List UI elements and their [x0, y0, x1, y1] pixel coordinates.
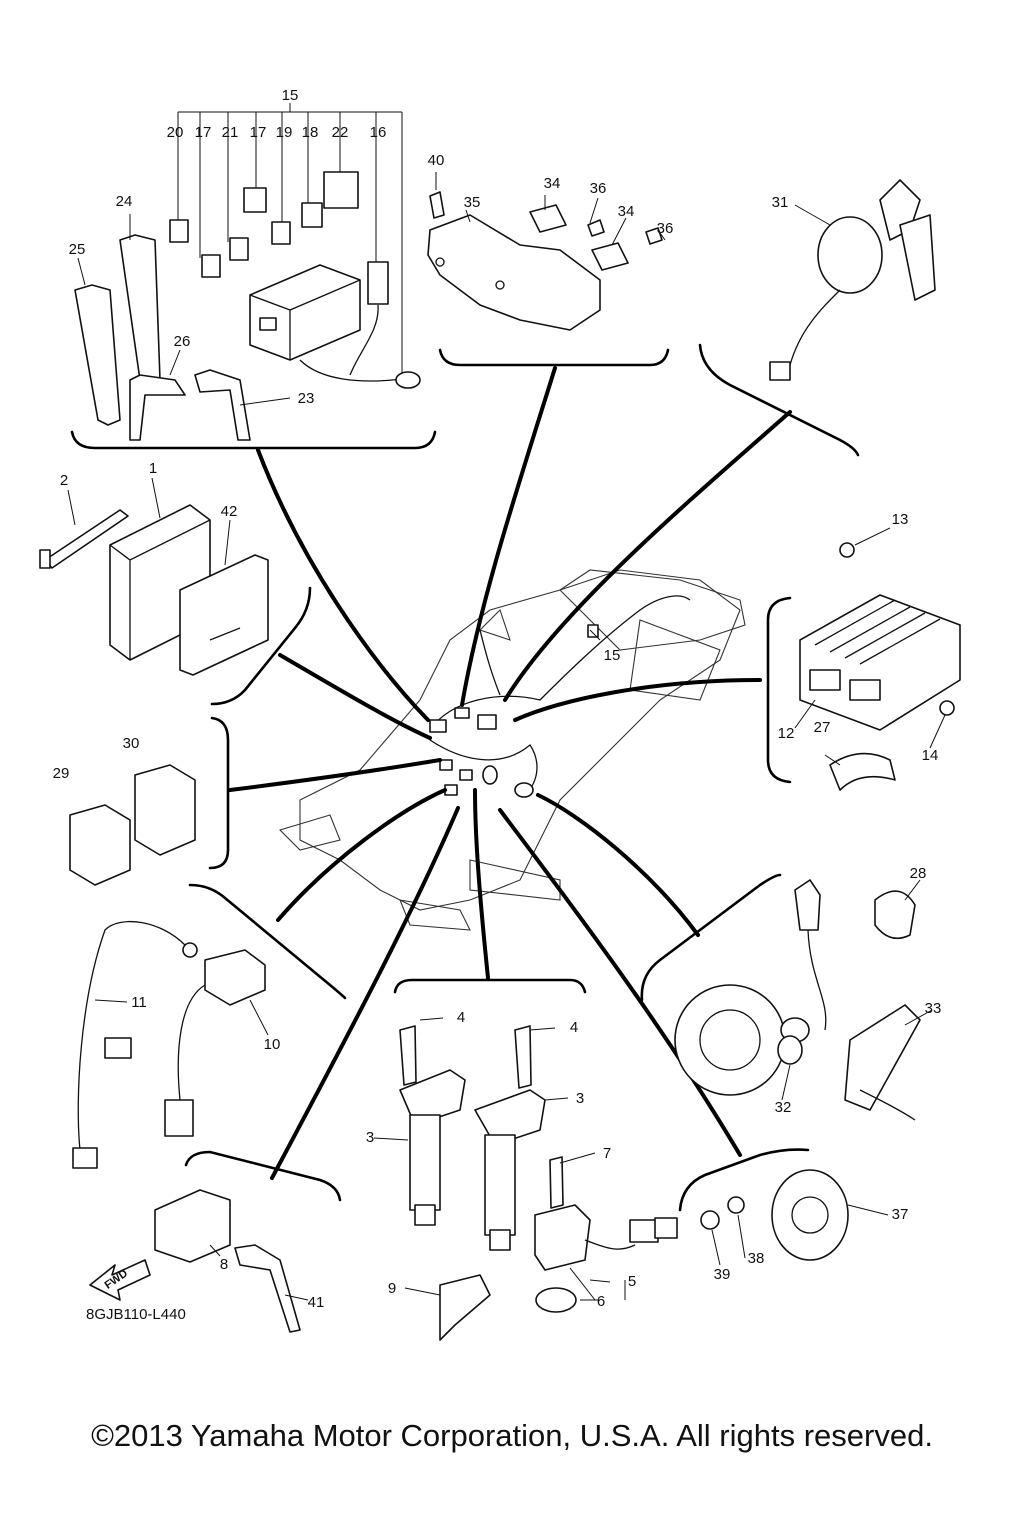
- plate-42: [179, 554, 269, 676]
- vehicle-outline: [278, 569, 746, 931]
- callout-label: 3: [366, 1129, 374, 1146]
- callout-label: 1: [149, 460, 157, 477]
- band-26: [129, 374, 186, 441]
- callout-label: 30: [123, 735, 140, 752]
- sensor-8: [154, 1189, 231, 1263]
- bracket-33: [844, 1004, 921, 1111]
- callout-label: 29: [53, 765, 70, 782]
- callout-label: 17: [195, 124, 212, 141]
- callout-label: 37: [892, 1206, 909, 1223]
- callout-label: 6: [597, 1293, 605, 1310]
- group-brackets: [70, 343, 860, 1212]
- rectifier-12: [799, 594, 961, 731]
- relay-29: [69, 804, 131, 886]
- callout-label: 5: [628, 1273, 636, 1290]
- callout-label: 33: [925, 1000, 942, 1017]
- relay-30: [134, 764, 196, 856]
- copyright-notice: ©2013 Yamaha Motor Corporation, U.S.A. A…: [91, 1418, 933, 1453]
- callout-label: 14: [922, 747, 939, 764]
- callout-label: 12: [778, 725, 795, 742]
- callout-label: 2: [60, 472, 68, 489]
- sensor-lead-group: [72, 920, 266, 1169]
- fuse-20: [169, 219, 189, 243]
- callout-label: 13: [892, 511, 909, 528]
- fuse-box-body: [249, 264, 361, 361]
- relay-group: [69, 764, 196, 886]
- callout-label: 38: [748, 1250, 765, 1267]
- sensor-10: [204, 949, 266, 1006]
- callout-label: 25: [69, 241, 86, 258]
- relay-bracket-group: [427, 191, 663, 331]
- callout-label: 31: [772, 194, 789, 211]
- bolt-40: [429, 191, 445, 219]
- callout-label: 22: [332, 124, 349, 141]
- wire-harness: [429, 595, 691, 798]
- callout-label: 4: [570, 1019, 578, 1036]
- connector-lines: [228, 366, 792, 1180]
- callout-label: 16: [370, 124, 387, 141]
- callout-label: 42: [221, 503, 238, 520]
- rotor-sensor-group: [674, 879, 921, 1121]
- callout-label: 34: [544, 175, 561, 192]
- callout-label: 26: [174, 333, 191, 350]
- callout-label: 23: [298, 390, 315, 407]
- fwd-arrow: [89, 1259, 151, 1301]
- callout-label: 15: [604, 647, 621, 664]
- callout-label: 34: [618, 203, 635, 220]
- band-24: [119, 234, 161, 386]
- main-switch-31: [769, 179, 936, 381]
- band-41: [234, 1244, 301, 1333]
- horn-group: [700, 1169, 849, 1261]
- callout-label: 18: [302, 124, 319, 141]
- callout-label: 39: [714, 1266, 731, 1283]
- clamp-27: [829, 752, 896, 791]
- main-fuse-16: [367, 261, 389, 305]
- callout-label: 20: [167, 124, 184, 141]
- ecu-group: [39, 504, 269, 676]
- band-25: [74, 284, 121, 426]
- callout-label: 17: [250, 124, 267, 141]
- bracket-35: [427, 214, 601, 331]
- callout-label: 10: [264, 1036, 281, 1053]
- callout-label: 27: [814, 719, 831, 736]
- pressure-sensor-group: [89, 1189, 491, 1341]
- ignition-coil-group: [399, 1025, 546, 1251]
- callout-label: 41: [308, 1294, 325, 1311]
- rectifier-group: [799, 542, 961, 791]
- clamp-28: [874, 890, 916, 940]
- callout-label: 35: [464, 194, 481, 211]
- callout-label: 32: [775, 1099, 792, 1116]
- callout-label: 24: [116, 193, 133, 210]
- callout-label: 11: [131, 994, 147, 1011]
- callout-label: 19: [276, 124, 293, 141]
- callout-label: 4: [457, 1009, 465, 1026]
- callout-label: 8: [220, 1256, 228, 1273]
- diagram-code: 8GJB110-L440: [86, 1306, 186, 1323]
- callout-label: 7: [603, 1145, 611, 1162]
- crank-sensor-group: [534, 1156, 678, 1313]
- fuse-box-group: [74, 103, 421, 441]
- leader-lines: [67, 172, 946, 1301]
- callout-label: 21: [222, 124, 239, 141]
- callout-label: 15: [282, 87, 299, 104]
- callout-label: 9: [388, 1280, 396, 1297]
- callout-label: 28: [910, 865, 927, 882]
- callout-label: 40: [428, 152, 445, 169]
- callout-label: 36: [590, 180, 607, 197]
- band-23: [194, 369, 251, 441]
- sensor-9: [439, 1274, 491, 1341]
- callout-label: 36: [657, 220, 674, 237]
- callout-label: 3: [576, 1090, 584, 1107]
